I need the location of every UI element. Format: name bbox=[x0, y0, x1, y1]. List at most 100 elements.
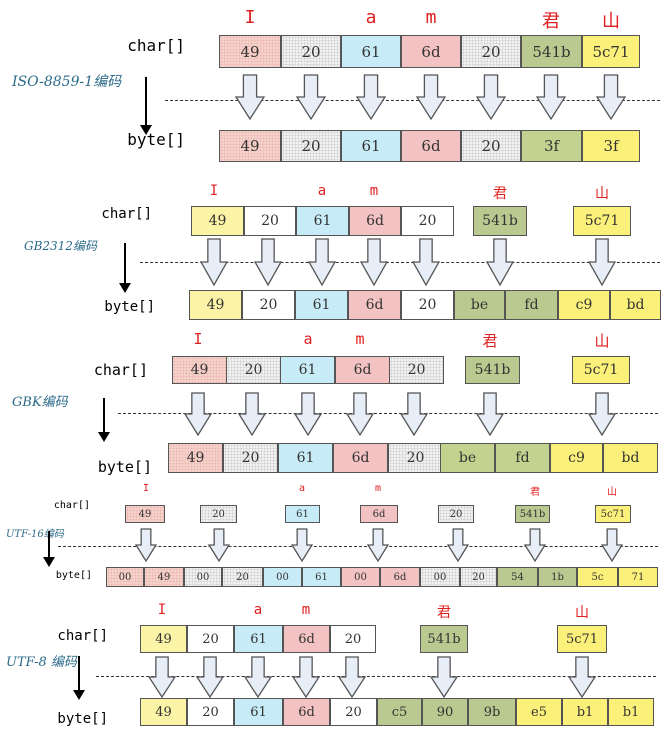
dashed-separator bbox=[165, 100, 660, 101]
char-code-cell: 5c71 bbox=[595, 505, 631, 523]
char-code-cell: 49 bbox=[140, 625, 187, 653]
char-row-label: char[] bbox=[127, 36, 185, 55]
char-code-cell: 5c71 bbox=[582, 35, 640, 68]
char-code-cell: 20 bbox=[187, 625, 234, 653]
byte-cell: 9b bbox=[468, 698, 516, 726]
byte-cell: 49 bbox=[168, 443, 223, 473]
source-char: 山 bbox=[594, 332, 610, 350]
byte-cell: 6d bbox=[401, 130, 461, 162]
source-char: m bbox=[369, 183, 379, 199]
source-char: m bbox=[355, 330, 365, 348]
source-char: I bbox=[244, 7, 256, 28]
char-code-cell: 6d bbox=[401, 35, 461, 68]
down-arrow-icon bbox=[148, 656, 176, 698]
byte-cell: 61 bbox=[295, 290, 348, 320]
byte-row-label: byte[] bbox=[97, 457, 152, 476]
down-arrow-icon bbox=[308, 238, 336, 286]
byte-row-label: byte[] bbox=[104, 299, 155, 315]
byte-cell: 20 bbox=[222, 567, 263, 587]
source-char: 山 bbox=[575, 605, 589, 621]
char-code-cell: 20 bbox=[389, 356, 444, 384]
byte-cell: 54 bbox=[497, 567, 538, 587]
char-code-cell: 20 bbox=[244, 206, 296, 236]
byte-cell: 00 bbox=[106, 567, 144, 587]
byte-cell: fd bbox=[495, 443, 550, 473]
down-arrow-icon bbox=[524, 528, 546, 562]
byte-cell: 49 bbox=[219, 130, 281, 162]
char-code-cell: 541b bbox=[465, 356, 520, 384]
down-arrow-icon bbox=[254, 238, 282, 286]
char-code-cell: 20 bbox=[281, 35, 341, 68]
source-char: a bbox=[317, 183, 327, 199]
down-arrow-icon bbox=[367, 528, 389, 562]
down-arrow-icon bbox=[447, 528, 469, 562]
char-code-cell: 49 bbox=[219, 35, 281, 68]
source-char: m bbox=[374, 483, 382, 494]
byte-cell: b1 bbox=[562, 698, 608, 726]
down-arrow-icon bbox=[244, 656, 272, 698]
source-char: 君 bbox=[482, 332, 498, 350]
source-char: 山 bbox=[602, 11, 620, 32]
down-arrow-icon bbox=[184, 392, 212, 436]
down-arrow-icon bbox=[200, 238, 228, 286]
byte-cell: 20 bbox=[401, 290, 454, 320]
down-arrow-icon bbox=[238, 392, 266, 436]
byte-cell: 6d bbox=[333, 443, 388, 473]
dashed-separator bbox=[140, 262, 660, 263]
byte-cell: 20 bbox=[281, 130, 341, 162]
char-code-cell: 541b bbox=[473, 206, 527, 236]
down-arrow-icon bbox=[294, 392, 322, 436]
byte-cell: 20 bbox=[330, 698, 377, 726]
dashed-separator bbox=[58, 546, 658, 547]
encoding-label: UTF-16编码 bbox=[6, 529, 64, 540]
down-arrow-icon bbox=[568, 656, 596, 698]
down-arrow-icon bbox=[430, 656, 458, 698]
down-arrow-icon bbox=[588, 392, 616, 436]
source-char: a bbox=[253, 602, 263, 618]
byte-cell: 20 bbox=[223, 443, 278, 473]
down-arrow-icon bbox=[588, 238, 616, 286]
byte-cell: 00 bbox=[420, 567, 460, 587]
source-char: a bbox=[298, 483, 306, 494]
char-code-cell: 61 bbox=[234, 625, 283, 653]
byte-cell: 49 bbox=[140, 698, 187, 726]
down-arrow-icon bbox=[400, 392, 428, 436]
byte-cell: c9 bbox=[550, 443, 603, 473]
source-char: I bbox=[209, 183, 219, 199]
source-char: a bbox=[365, 7, 377, 28]
char-row-label: char[] bbox=[101, 206, 152, 222]
byte-row-label: byte[] bbox=[57, 711, 108, 727]
char-code-cell: 49 bbox=[125, 505, 165, 523]
source-char: m bbox=[425, 7, 437, 28]
encoding-label: GBK编码 bbox=[12, 394, 68, 410]
byte-cell: bd bbox=[610, 290, 661, 320]
down-arrow-icon bbox=[476, 392, 504, 436]
source-char: I bbox=[157, 602, 167, 618]
byte-cell: 6d bbox=[380, 567, 420, 587]
byte-cell: 61 bbox=[234, 698, 283, 726]
byte-cell: 6d bbox=[283, 698, 330, 726]
byte-row-label: byte[] bbox=[55, 570, 92, 581]
byte-cell: 90 bbox=[422, 698, 468, 726]
encoding-label: GB2312编码 bbox=[24, 239, 97, 253]
byte-cell: c9 bbox=[558, 290, 610, 320]
byte-cell: 20 bbox=[461, 130, 521, 162]
down-arrow-icon bbox=[346, 392, 374, 436]
source-char: 君 bbox=[530, 487, 540, 498]
dashed-separator bbox=[96, 676, 656, 677]
down-arrow-icon bbox=[296, 74, 326, 120]
down-arrow-icon bbox=[291, 528, 313, 562]
byte-cell: 49 bbox=[189, 290, 242, 320]
down-arrow-icon bbox=[412, 238, 440, 286]
byte-cell: 3f bbox=[582, 130, 640, 162]
source-char: 君 bbox=[493, 186, 507, 202]
down-arrow-icon bbox=[536, 74, 566, 120]
byte-cell: 5c bbox=[577, 567, 618, 587]
byte-cell: 3f bbox=[521, 130, 582, 162]
char-row-label: char[] bbox=[57, 628, 108, 644]
char-row-label: char[] bbox=[93, 360, 148, 379]
char-code-cell: 49 bbox=[172, 356, 227, 384]
byte-cell: 61 bbox=[302, 567, 341, 587]
char-code-cell: 5c71 bbox=[572, 356, 630, 384]
char-code-cell: 20 bbox=[226, 356, 281, 384]
